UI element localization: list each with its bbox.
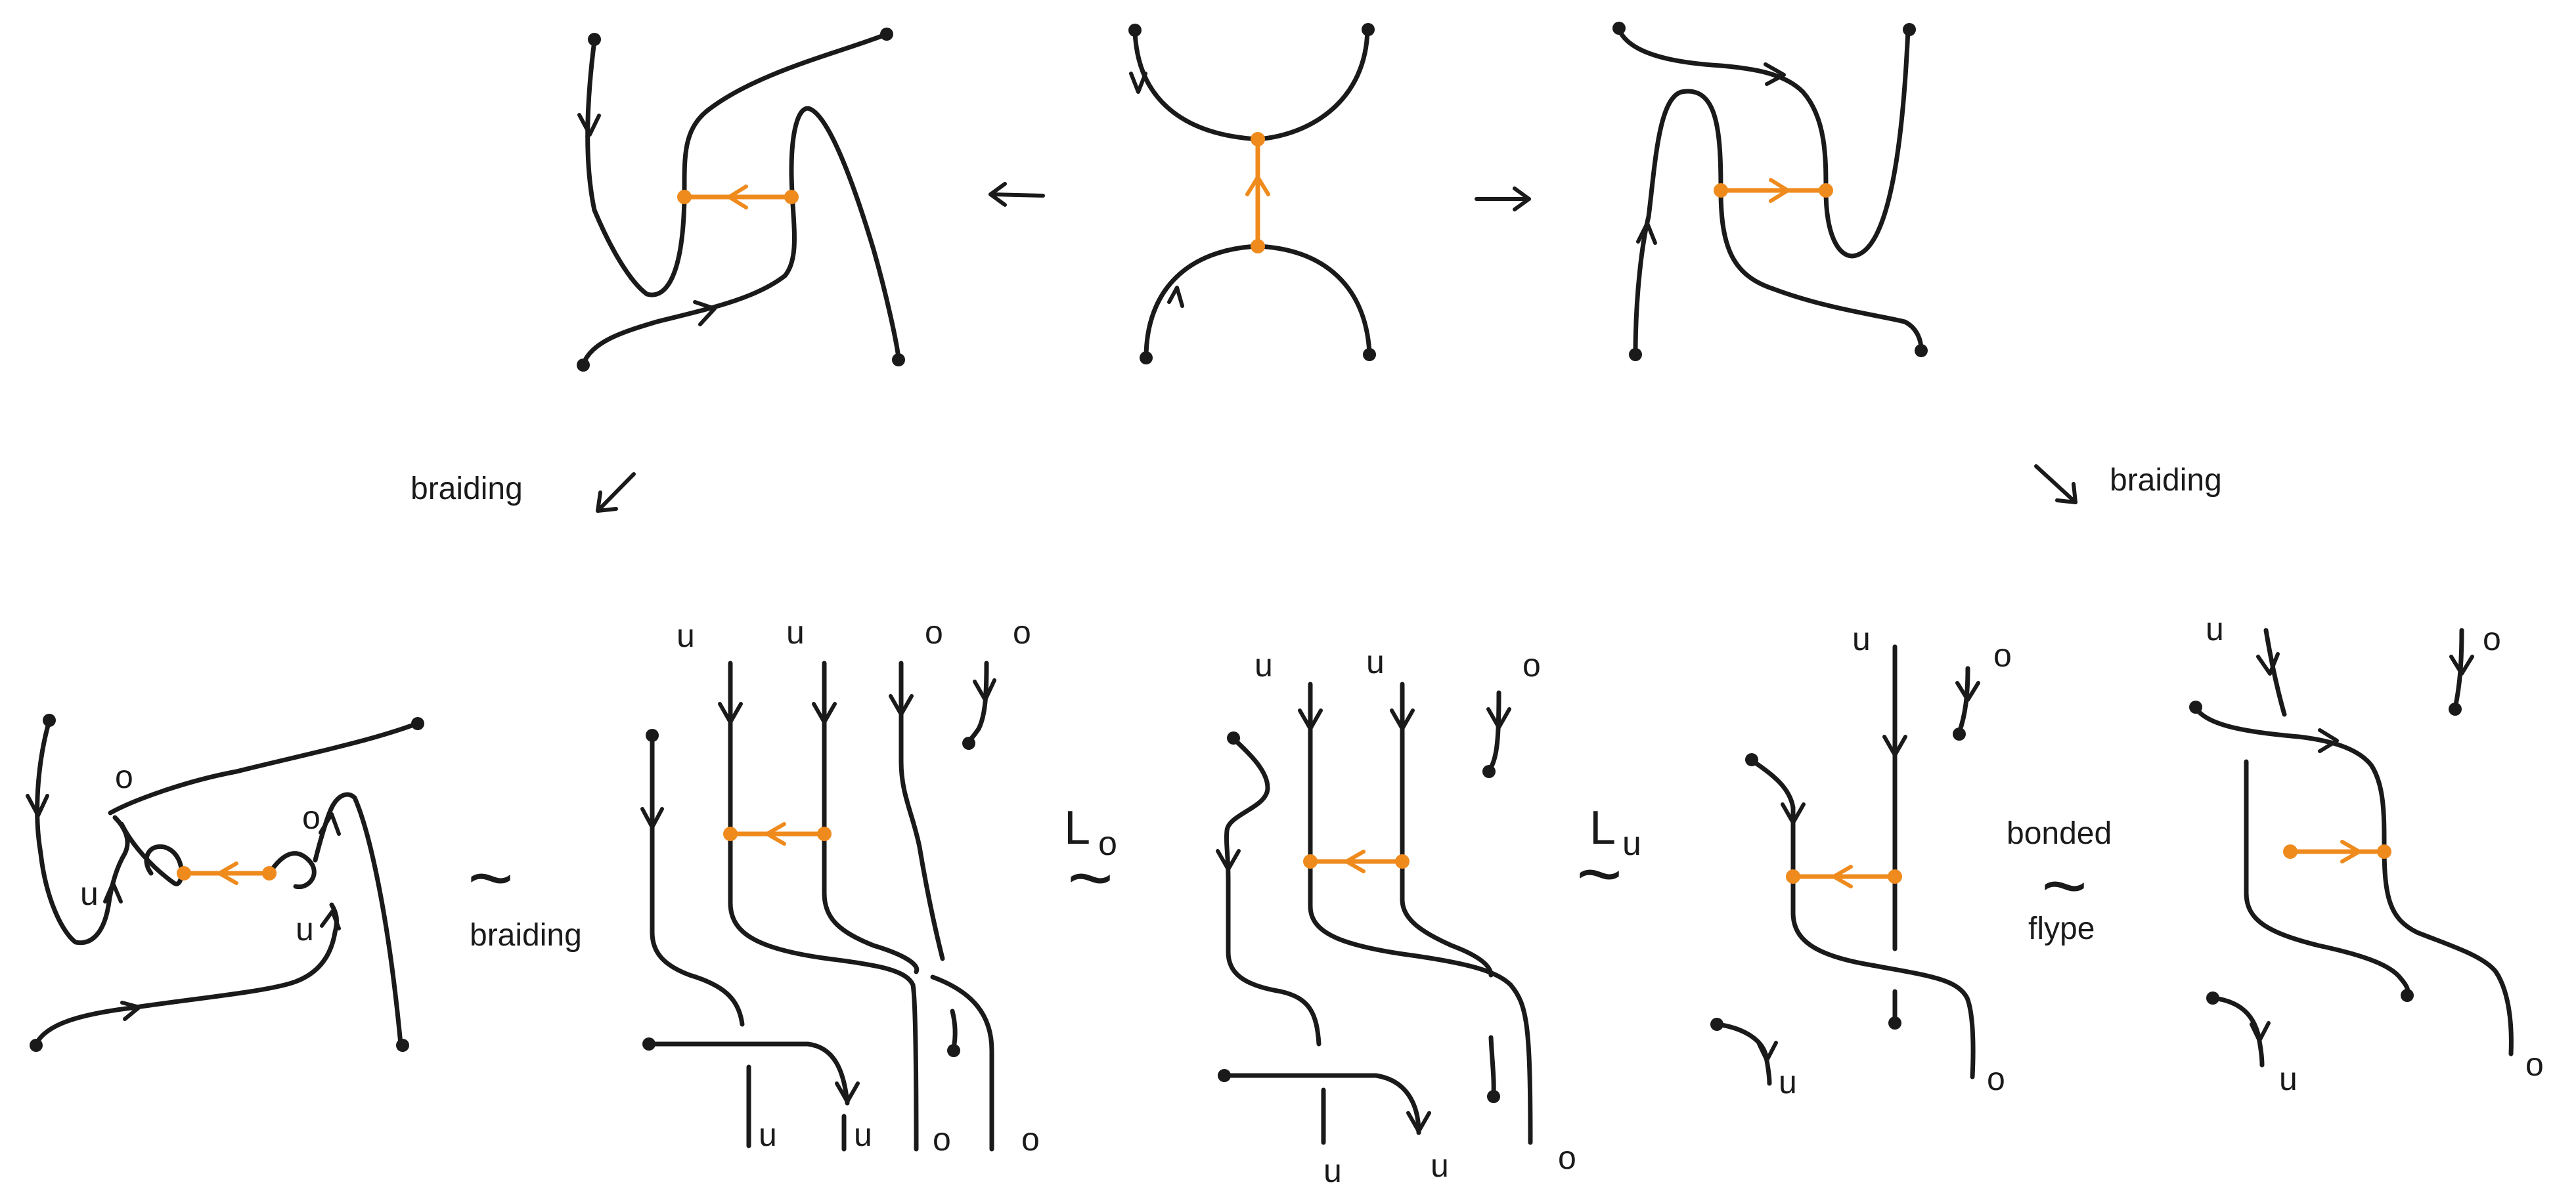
label-p2-top-o2: o: [1013, 614, 1031, 651]
label-p2-top-u2: u: [786, 614, 805, 651]
label-p4-top-u: u: [1852, 620, 1871, 657]
label-p2-bottom-o1: o: [933, 1121, 951, 1158]
tilde-equivalence-2: ~: [1067, 834, 1113, 922]
label-p3-bottom-u2: u: [1431, 1147, 1449, 1184]
label-p4-top-o: o: [1993, 637, 2012, 674]
label-p3-top-o: o: [1522, 647, 1541, 684]
top-left-resolution-diagram: [577, 28, 905, 372]
bonded-caption: bonded: [2007, 816, 2112, 851]
label-p2-top-u1: u: [677, 617, 695, 654]
label-p3-bottom-o: o: [1558, 1139, 1576, 1176]
label-p3-bottom-u1: u: [1323, 1152, 1342, 1189]
tilde-equivalence-1: ~: [468, 834, 514, 922]
bottom-panel-1-diagram: o o u u: [26, 714, 424, 1052]
flype-caption: flype: [2028, 911, 2095, 946]
move-Lo-subscript: o: [1098, 825, 1117, 863]
label-p5-top-u: u: [2206, 611, 2224, 647]
bottom-panel-5-diagram: u o u o: [2189, 611, 2544, 1097]
top-center-bond-diagram: [1128, 23, 1376, 364]
label-p2-bottom-u2: u: [854, 1116, 872, 1153]
label-p4-bottom-o: o: [1987, 1060, 2005, 1097]
label-p1-o-right: o: [302, 799, 321, 836]
label-p1-o-left: o: [115, 758, 133, 795]
braiding-left-caption: braiding: [411, 471, 523, 506]
right-arrow-icon: [1475, 186, 1531, 211]
label-p5-top-o: o: [2483, 620, 2501, 657]
label-p2-bottom-u1: u: [759, 1116, 777, 1153]
bottom-panel-4-diagram: u o u o: [1710, 620, 2012, 1100]
label-p5-bottom-o: o: [2525, 1046, 2544, 1083]
braiding-right-caption: braiding: [2110, 463, 2222, 498]
left-arrow-icon: [988, 182, 1045, 207]
move-Lu-subscript: u: [1622, 825, 1641, 863]
move-Lu-letter: L: [1589, 802, 1616, 854]
label-p1-u-left: u: [80, 875, 99, 912]
label-p2-bottom-o2: o: [1021, 1121, 1040, 1158]
tilde-equivalence-3: ~: [1576, 830, 1622, 918]
down-left-arrow-icon: [596, 472, 636, 513]
label-p1-u-right: u: [296, 911, 314, 947]
down-right-arrow-icon: [2034, 464, 2077, 504]
label-p3-top-u2: u: [1366, 643, 1385, 680]
top-right-resolution-diagram: [1612, 22, 1928, 361]
label-p4-bottom-u: u: [1779, 1064, 1797, 1100]
label-p2-top-o1: o: [925, 614, 943, 651]
tilde-equivalence-4: ~: [2041, 842, 2087, 930]
move-Lo-letter: L: [1064, 802, 1090, 854]
braiding-bottom-caption: braiding: [470, 918, 582, 953]
bottom-panel-3-diagram: u u o u u o: [1216, 643, 1576, 1189]
bottom-panel-2-diagram: u u o o u u o o: [640, 614, 1040, 1158]
label-p3-top-u1: u: [1255, 647, 1273, 684]
label-p5-bottom-u: u: [2279, 1060, 2298, 1097]
